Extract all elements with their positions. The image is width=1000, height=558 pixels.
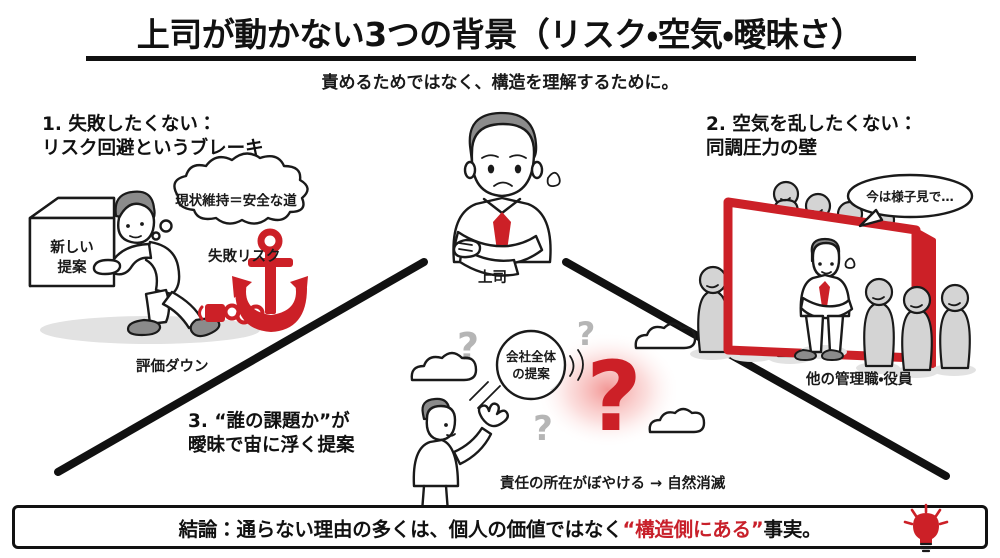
balloon-label-line1: 会社全体 [506,349,557,364]
conformity-wall [723,197,936,370]
illustration-peer-pressure: 今は様子見で… [690,173,976,378]
caption-responsibility-fades: 責任の所在がぼやける → 自然消滅 [500,476,726,492]
wall-businessman-figure [793,237,856,362]
box-label-line1: 新しい [49,239,94,256]
question-mark-large: ? [586,341,642,453]
boss-figure [452,111,561,277]
crowd-over-wall [772,180,896,248]
crowd-left [690,265,812,364]
conclusion-highlight: “構造側にある” [622,517,764,541]
pusher-figure [92,190,221,338]
question-mark-small-1: ? [457,325,479,369]
page-subtitle: 責めるためではなく、構造を理解するために。 [321,73,679,93]
page-title: 上司が動かない3つの背景（リスク・空気・曖昧さ） [136,15,864,54]
proposal-balloon: 会社全体 の提案 [495,329,584,401]
section-heading-ambiguity: 3. “誰の課題か”が 曖昧で宙に浮く提案 [188,411,355,457]
conclusion-suffix: 事実。 [763,517,822,541]
crowd-right [856,277,976,378]
thought-bubble-status-quo: 現状維持＝安全な道 [151,152,309,241]
title-divider [86,56,916,61]
thought-bubble-label: 現状維持＝安全な道 [175,192,297,209]
box-label-line2: 提案 [58,258,87,276]
question-mark-small-3: ? [533,409,553,449]
caption-evaluation-down: 評価ダウン [136,359,209,375]
shackle-chain-icon [198,303,265,325]
label-failure-risk: 失敗リスク [208,249,281,265]
lightbulb-icon [903,503,949,553]
conclusion-prefix: 結論：通らない理由の多くは、個人の価値ではなく [178,517,623,541]
reaching-person-figure [412,381,510,514]
label-boss: 上司 [478,270,507,286]
section-heading-risk: 1. 失敗したくない： リスク回避というブレーキ [42,114,264,160]
caption-other-managers: 他の管理職・役員 [806,372,913,388]
balloon-label-line2: の提案 [512,366,550,381]
question-mark-small-2: ? [577,315,596,353]
proposal-box-icon: 新しい 提案 [28,196,116,288]
conclusion-text: 結論：通らない理由の多くは、個人の価値ではなく“構造側にある”事実。 [179,513,822,542]
speech-bubble-label: 今は様子見で… [866,189,954,204]
conclusion-bar: 結論：通らない理由の多くは、個人の価値ではなく“構造側にある”事実。 [12,505,988,549]
cloud-icons [410,322,706,434]
speech-bubble-wait-and-see: 今は様子見で… [846,173,974,228]
section-heading-peer-pressure: 2. 空気を乱したくない： 同調圧力の壁 [706,114,918,160]
